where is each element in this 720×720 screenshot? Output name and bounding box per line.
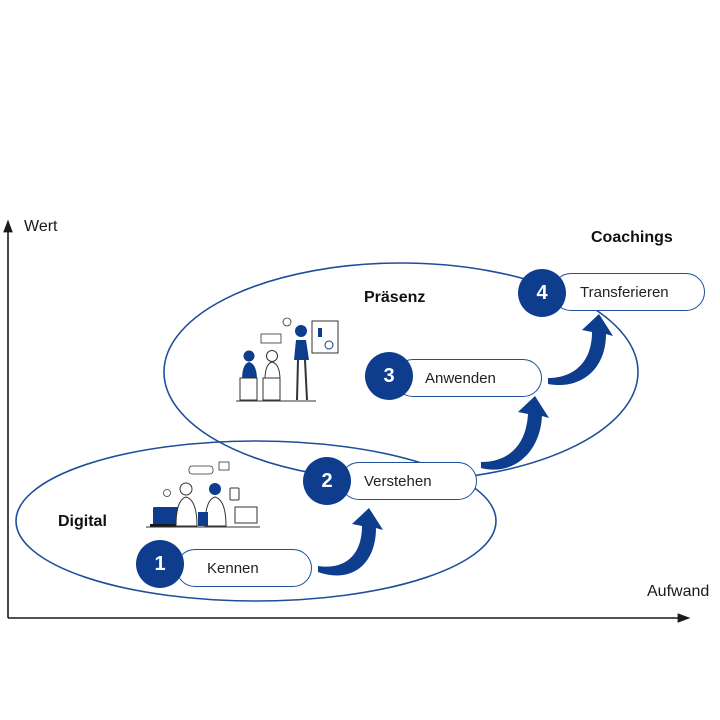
step-label-kennen: Kennen <box>176 549 312 587</box>
step-badge-1: 1 <box>136 540 184 588</box>
arrow-2-to-3-icon <box>481 396 549 470</box>
digital-ellipse <box>15 440 497 602</box>
group-title-coachings: Coachings <box>591 229 673 246</box>
arrow-3-to-4-icon <box>548 314 613 386</box>
step-label-anwenden: Anwenden <box>394 359 542 397</box>
step-badge-3: 3 <box>365 352 413 400</box>
step-badge-4: 4 <box>518 269 566 317</box>
step-label-verstehen: Verstehen <box>340 462 477 500</box>
x-axis-label: Aufwand <box>647 583 710 600</box>
arrow-1-to-2-icon <box>318 508 383 576</box>
step-badge-2: 2 <box>303 457 351 505</box>
group-title-praesenz: Präsenz <box>364 289 426 306</box>
people-working-illustration-icon <box>146 461 260 528</box>
presentation-illustration-icon <box>236 317 339 402</box>
step-label-transferieren: Transferieren <box>552 273 705 311</box>
group-title-digital: Digital <box>58 513 107 530</box>
y-axis-label: Wert <box>24 218 58 235</box>
